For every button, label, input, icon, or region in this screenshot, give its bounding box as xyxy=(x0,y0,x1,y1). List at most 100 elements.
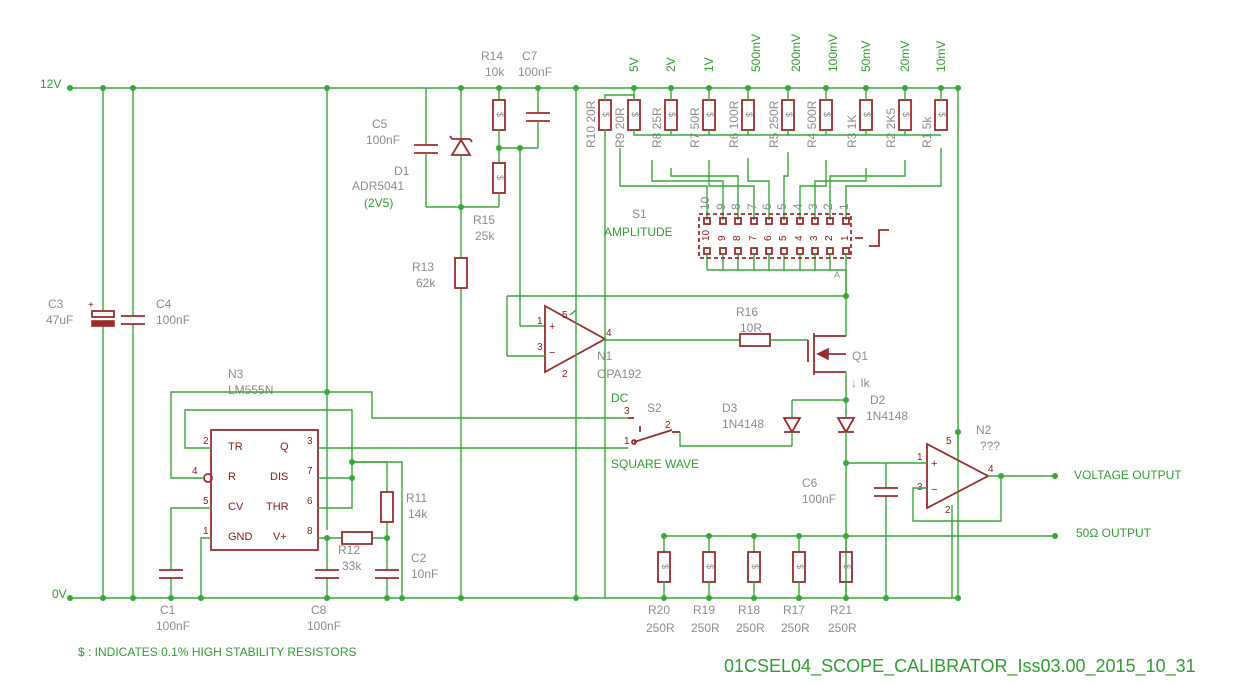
r13-value: 62k xyxy=(416,276,436,290)
n1-pin5: 5 xyxy=(562,310,568,321)
capacitor-c3: + xyxy=(88,88,115,598)
amplitude-label: 2V xyxy=(664,57,678,72)
n2-value: ??? xyxy=(980,439,1000,453)
r15-value: 25k xyxy=(475,229,495,243)
resistor-r16 xyxy=(739,333,771,347)
divider-resistor: $ xyxy=(702,99,716,131)
amplitude-label: 100mV xyxy=(826,34,840,72)
r15-name: R15 xyxy=(473,213,495,227)
divider-resistor: $ xyxy=(819,99,833,131)
svg-text:$: $ xyxy=(630,112,640,117)
n1-pin2: 2 xyxy=(562,369,568,380)
d1-value: ADR5041 xyxy=(352,179,404,193)
c3-value: 47uF xyxy=(46,313,73,327)
divider-label: R1 5k xyxy=(920,116,934,148)
n1-value: OPA192 xyxy=(597,367,642,381)
divider-label: R7 50R xyxy=(688,107,702,148)
net-label-0v: 0V xyxy=(52,587,67,601)
d2-value: 1N4148 xyxy=(866,409,908,423)
load-value: 250R xyxy=(781,621,810,635)
q1-current: ↓ Ik xyxy=(851,376,871,390)
switch-inner-number: 9 xyxy=(717,235,728,241)
r12-value: 33k xyxy=(342,559,362,573)
c2-value: 10nF xyxy=(411,567,438,581)
s1-pin-a: A xyxy=(834,270,840,280)
diode-d3 xyxy=(782,400,802,446)
amplitude-label: 10mV xyxy=(934,41,948,72)
n1-pin1: 1 xyxy=(537,316,543,327)
svg-text:−: − xyxy=(549,347,555,359)
amplitude-label: 5V xyxy=(627,57,641,72)
switch-inner-number: 4 xyxy=(794,235,805,241)
divider-label: R10 20R xyxy=(584,100,598,148)
svg-text:$: $ xyxy=(495,175,505,180)
wire-n1-v xyxy=(569,309,577,316)
c6-value: 100nF xyxy=(802,492,836,506)
r13-name: R13 xyxy=(412,260,434,274)
s1-name: S1 xyxy=(632,207,647,221)
svg-text:$: $ xyxy=(862,112,872,117)
capacitor-c8 xyxy=(315,569,339,579)
pin-vplus: V+ xyxy=(273,531,287,543)
switch-pin-number: 7 xyxy=(745,203,759,210)
switch-pin-number: 3 xyxy=(806,203,820,210)
resistor-r12 xyxy=(341,531,373,545)
switch-inner-number: 2 xyxy=(824,235,835,241)
load-resistor: $ xyxy=(702,536,716,598)
switch-inner-number: 3 xyxy=(809,235,820,241)
switch-pin-number: 2 xyxy=(821,203,835,210)
n3-value: LM555N xyxy=(228,383,273,397)
svg-text:$: $ xyxy=(750,564,760,569)
net-label-12v: 12V xyxy=(40,77,61,91)
svg-text:−: − xyxy=(931,484,937,496)
svg-text:+: + xyxy=(931,458,937,470)
r12-name: R12 xyxy=(338,543,360,557)
switch-inner-number: 8 xyxy=(732,235,743,241)
load-value: 250R xyxy=(691,621,720,635)
opamp-n1: + − xyxy=(544,304,607,374)
load-value: 250R xyxy=(646,621,675,635)
load-resistor: $ xyxy=(792,536,806,598)
load-name: R19 xyxy=(693,603,715,617)
svg-text:$: $ xyxy=(784,112,794,117)
n1-pin3: 3 xyxy=(537,342,543,353)
amplitude-label: 50mV xyxy=(859,41,873,72)
amplitude-label: 500mV xyxy=(749,34,763,72)
c4-value: 100nF xyxy=(156,313,190,327)
pin-q: Q xyxy=(280,441,289,453)
n1-pin4: 4 xyxy=(606,328,612,339)
capacitor-c5 xyxy=(414,88,461,208)
divider-resistor: $ xyxy=(627,99,641,131)
amplitude-label: 20mV xyxy=(898,41,912,72)
load-name: R21 xyxy=(830,603,852,617)
divider-label: R9 20R xyxy=(613,107,627,148)
s1-value: AMPLITUDE xyxy=(604,225,673,239)
svg-text:$: $ xyxy=(660,564,670,569)
capacitor-c7 xyxy=(526,88,550,148)
pin-tr: TR xyxy=(228,441,243,453)
pin-num-6: 6 xyxy=(307,496,313,507)
s2-pin3: 3 xyxy=(624,406,630,417)
d3-name: D3 xyxy=(722,401,738,415)
c6-name: C6 xyxy=(802,476,818,490)
load-value: 250R xyxy=(828,621,857,635)
pin-r: R xyxy=(228,471,236,483)
capacitor-c6 xyxy=(874,487,898,497)
svg-text:+: + xyxy=(88,300,94,311)
load-name: R17 xyxy=(783,603,805,617)
amplitude-label: 200mV xyxy=(789,34,803,72)
mosfet-q1 xyxy=(807,333,846,375)
d1-note: (2V5) xyxy=(364,196,393,210)
capacitor-c2 xyxy=(375,569,399,579)
pin-num-2: 2 xyxy=(203,436,209,447)
amplitude-label: 1V xyxy=(702,57,716,72)
divider-resistor: $ xyxy=(598,99,612,131)
switch-inner-number: 6 xyxy=(763,235,774,241)
c3-name: C3 xyxy=(48,297,64,311)
d1-name: D1 xyxy=(394,164,410,178)
wires-555 xyxy=(170,391,628,598)
pin-num-7: 7 xyxy=(307,466,313,477)
